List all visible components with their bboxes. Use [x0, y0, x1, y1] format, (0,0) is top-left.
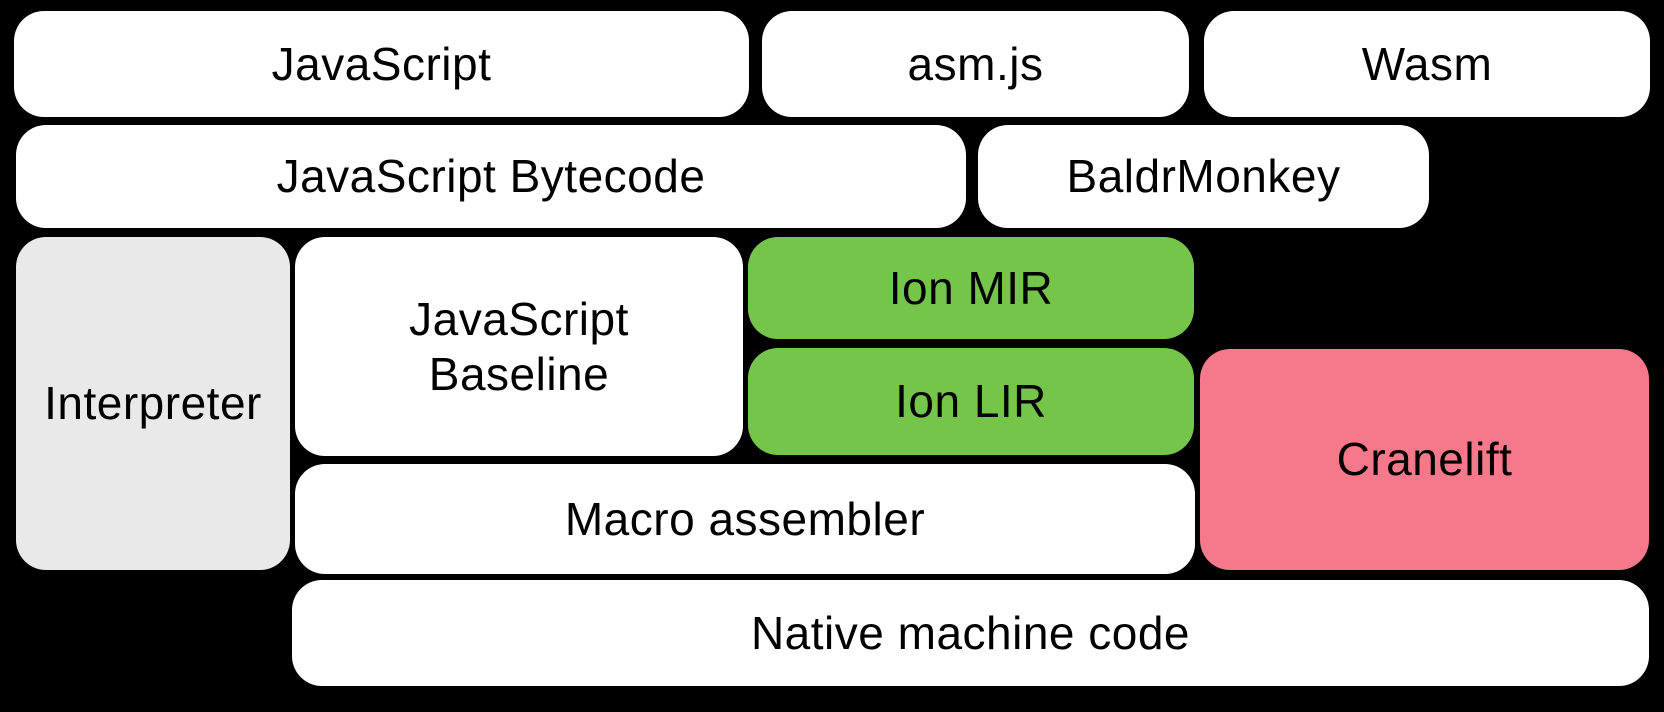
- box-wasm-label: Wasm: [1361, 37, 1493, 90]
- box-cranelift: Cranelift: [1200, 349, 1649, 570]
- box-native-machine-code-label: Native machine code: [750, 606, 1191, 659]
- box-javascript-label: JavaScript: [271, 37, 492, 90]
- box-javascript-baseline: JavaScript Baseline: [295, 237, 743, 456]
- box-ion-lir-label: Ion LIR: [895, 375, 1047, 428]
- box-ion-lir: Ion LIR: [748, 348, 1194, 455]
- box-native-machine-code: Native machine code: [292, 580, 1649, 686]
- box-javascript-baseline-label: JavaScript Baseline: [409, 293, 629, 400]
- box-asmjs: asm.js: [762, 11, 1189, 117]
- box-interpreter: Interpreter: [16, 237, 290, 570]
- box-macro-assembler-label: Macro assembler: [564, 492, 926, 545]
- box-interpreter-label: Interpreter: [44, 377, 262, 430]
- box-baldrmonkey-label: BaldrMonkey: [1066, 150, 1341, 203]
- box-macro-assembler: Macro assembler: [295, 464, 1195, 574]
- box-javascript-bytecode: JavaScript Bytecode: [16, 125, 966, 228]
- box-javascript-bytecode-label: JavaScript Bytecode: [276, 150, 706, 203]
- box-wasm: Wasm: [1204, 11, 1650, 117]
- box-javascript: JavaScript: [14, 11, 749, 117]
- box-baldrmonkey: BaldrMonkey: [978, 125, 1429, 228]
- box-ion-mir-label: Ion MIR: [888, 261, 1054, 314]
- box-ion-mir: Ion MIR: [748, 237, 1194, 339]
- box-cranelift-label: Cranelift: [1336, 433, 1513, 486]
- box-asmjs-label: asm.js: [907, 37, 1044, 90]
